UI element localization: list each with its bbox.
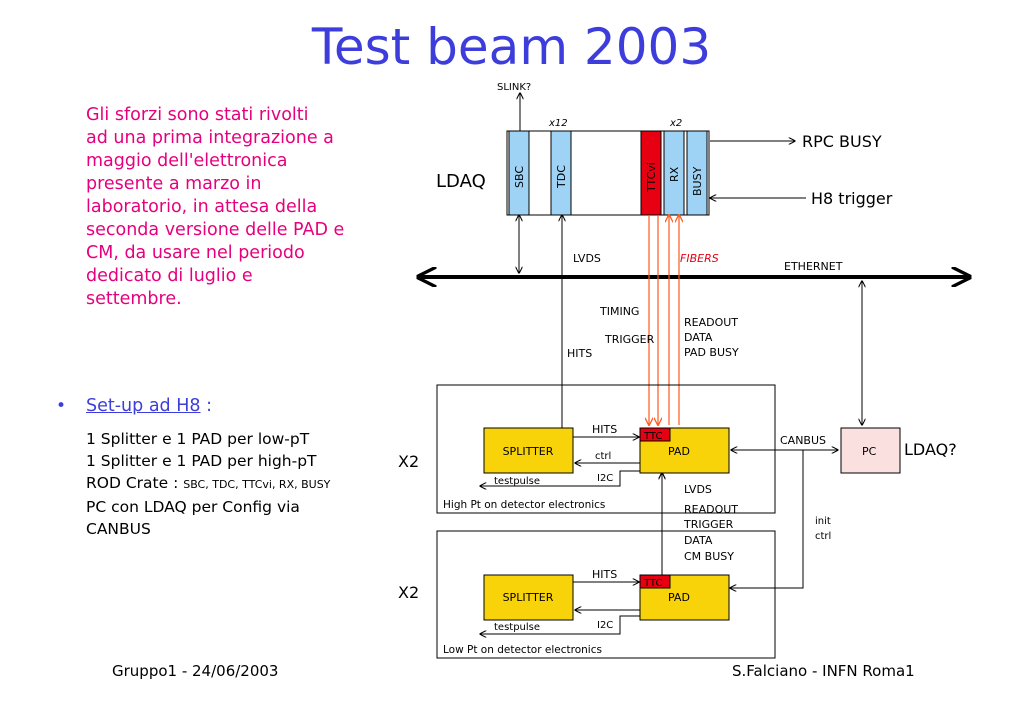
hits-low-label: HITS [592, 568, 617, 581]
testpulse-low-label: testpulse [494, 622, 540, 633]
pc-label: PC [862, 445, 877, 458]
testpulse-low-arrow [480, 615, 640, 634]
readout-line: DATA [684, 331, 713, 344]
ttc-high [639, 427, 671, 442]
i2c-low-label: I2C [597, 620, 613, 631]
init-label: init [815, 516, 831, 527]
trigger-label: TRIGGER [604, 333, 655, 346]
rod-items: SBC, TDC, TTCvi, RX, BUSY [183, 478, 331, 491]
ctrl-label: ctrl [815, 531, 831, 542]
footer-left: Gruppo1 - 24/06/2003 [112, 662, 279, 680]
readout2-line: CM BUSY [684, 550, 734, 563]
intro-line: maggio dell'elettronica [86, 151, 288, 171]
hits-vertical-label: HITS [567, 347, 592, 360]
init-ctrl-arrow [730, 450, 804, 588]
x2-small-label: x2 [669, 118, 682, 129]
ttcvi-label: TTCvi [645, 162, 658, 193]
splitter-low-label: SPLITTER [503, 591, 554, 604]
busy-label: BUSY [691, 166, 704, 196]
pad-low-label: PAD [668, 591, 690, 604]
sbc-label: SBC [513, 166, 526, 188]
tdc-label: TDC [555, 165, 568, 189]
ctrl-high-label: ctrl [595, 451, 611, 462]
timing-label: TIMING [599, 305, 639, 318]
rpc-busy-label: RPC BUSY [802, 132, 882, 151]
slink-label: SLINK? [497, 82, 531, 93]
testpulse-high-label: testpulse [494, 476, 540, 487]
intro-line: dedicato di luglio e [86, 266, 253, 286]
x2-low-label: X2 [398, 583, 419, 602]
ldaq-label: LDAQ [436, 171, 486, 192]
low-pt-label: Low Pt on detector electronics [443, 644, 602, 656]
hits-high-label: HITS [592, 423, 617, 436]
setup-list: 1 Splitter e 1 PAD per low-pT 1 Splitter… [86, 428, 330, 540]
i2c-high-label: I2C [597, 473, 613, 484]
readout-line: READOUT [684, 316, 738, 329]
ethernet-label: ETHERNET [784, 260, 843, 273]
list-item: 1 Splitter e 1 PAD per low-pT [86, 430, 310, 448]
high-pt-label: High Pt on detector electronics [443, 499, 605, 511]
testpulse-high-arrow [480, 470, 640, 486]
intro-line: seconda versione delle PAD e [86, 220, 345, 240]
ldaq-q-label: LDAQ? [904, 440, 957, 459]
splitter-high [483, 427, 574, 474]
list-item: CANBUS [86, 520, 151, 538]
h8-trigger-label: H8 trigger [811, 189, 893, 208]
low-pt-box [436, 530, 776, 659]
setup-colon: : [200, 396, 212, 416]
intro-line: Gli sforzi sono stati rivolti [86, 105, 309, 125]
x2-high-label: X2 [398, 452, 419, 471]
bullet-icon: • [56, 396, 67, 416]
pad-high-label: PAD [668, 445, 690, 458]
readout2-line: DATA [684, 534, 713, 547]
lvds-mid-label: LVDS [684, 483, 712, 496]
setup-link[interactable]: Set-up ad H8 [86, 396, 201, 416]
rx-module [663, 130, 685, 216]
pc-box [840, 427, 901, 474]
ttc-low-label: TTC [643, 578, 662, 589]
list-item: ROD Crate : SBC, TDC, TTCvi, RX, BUSY [86, 472, 330, 496]
canbus-label: CANBUS [780, 434, 826, 447]
setup-heading: Set-up ad H8 : [86, 396, 212, 416]
list-item: PC con LDAQ per Config via [86, 498, 300, 516]
ttc-high-label: TTC [643, 431, 662, 442]
intro-line: presente a marzo in [86, 174, 262, 194]
rod-prefix: ROD Crate : [86, 474, 184, 492]
ttc-low [639, 574, 671, 589]
intro-line: CM, da usare nel periodo [86, 243, 305, 263]
splitter-high-label: SPLITTER [503, 445, 554, 458]
footer-right: S.Falciano - INFN Roma1 [732, 662, 915, 680]
intro-line: laboratorio, in attesa della [86, 197, 318, 217]
intro-line: settembre. [86, 289, 182, 309]
list-item: 1 Splitter e 1 PAD per high-pT [86, 452, 317, 470]
intro-line: ad una prima integrazione a [86, 128, 334, 148]
page-title: Test beam 2003 [311, 18, 712, 76]
readout-line: PAD BUSY [684, 346, 739, 359]
splitter-low [483, 574, 574, 621]
readout2-line: READOUT [684, 503, 738, 516]
readout2-line: TRIGGER [683, 518, 734, 531]
lvds-top-label: LVDS [573, 252, 601, 265]
ttcvi-module [640, 130, 662, 216]
intro-paragraph: Gli sforzi sono stati rivolti ad una pri… [86, 104, 406, 311]
busy-module [686, 130, 708, 216]
rx-label: RX [668, 166, 681, 182]
x12-label: x12 [548, 118, 568, 129]
fibers-label: FIBERS [680, 252, 719, 265]
